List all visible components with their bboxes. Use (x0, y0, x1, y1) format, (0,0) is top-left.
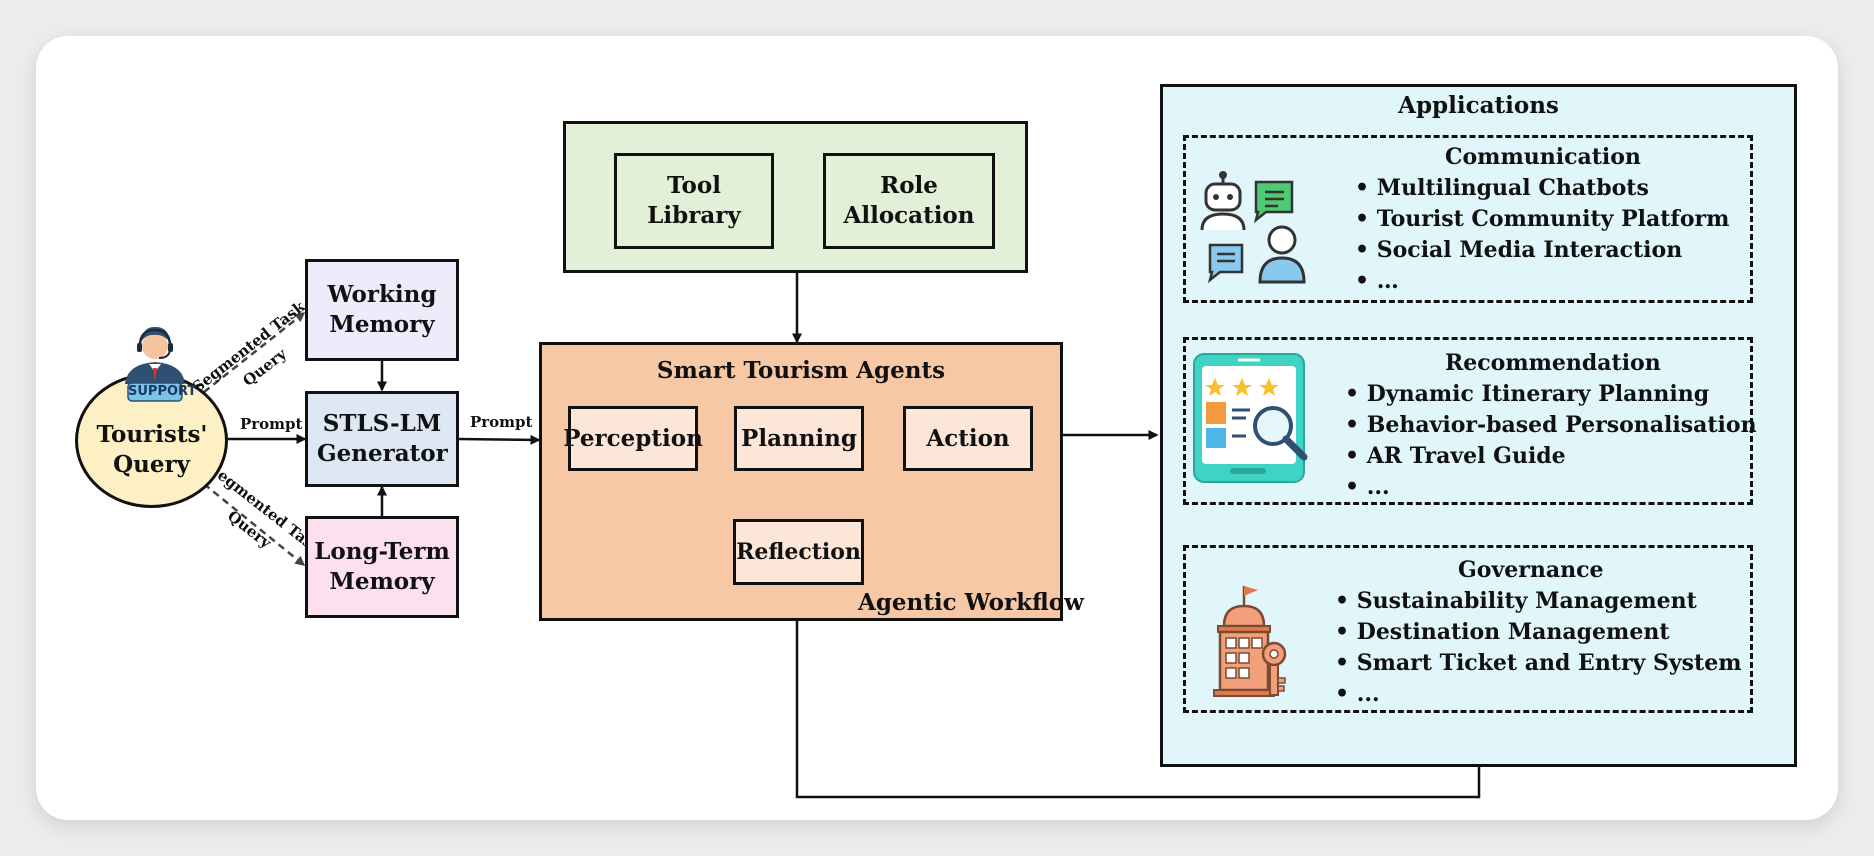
edge-label-prompt-right: Prompt (470, 413, 533, 431)
list-item: … (1355, 266, 1729, 297)
edge-generator-agents (457, 434, 541, 445)
edge-query-working (203, 312, 306, 393)
applications-title: Applications (1398, 92, 1559, 119)
working-memory-label: Working Memory (327, 281, 437, 338)
agents-title: Smart Tourism Agents (656, 357, 946, 384)
edge-query-longterm (203, 483, 306, 566)
stls-lm-generator-label: STLS-LM Generator (317, 410, 448, 467)
tourists-query-label: Tourists' Query (96, 420, 208, 478)
communication-section (1183, 135, 1753, 303)
recommendation-title: Recommendation (1445, 350, 1661, 376)
list-item: Destination Management (1335, 617, 1742, 648)
action-label: Action (926, 424, 1010, 452)
list-item: Behavior-based Personalisation (1345, 410, 1757, 441)
robot-chat-icon (1200, 171, 1306, 284)
planning-label: Planning (741, 424, 857, 452)
reflection-box: Reflection (733, 519, 864, 585)
list-item: ... (1345, 472, 1757, 503)
edge-label-prompt-left: Prompt (240, 415, 303, 433)
list-item: Sustainability Management (1335, 586, 1742, 617)
edge-feedback-reflection (792, 585, 1481, 799)
planning-box: Planning (734, 406, 864, 471)
communication-title: Communication (1445, 144, 1641, 170)
tablet-search-icon (1193, 353, 1308, 483)
tool-library-label: Tool Library (647, 172, 741, 229)
support-badge: SUPPORT (128, 384, 197, 399)
governance-list: Sustainability Management Destination Ma… (1335, 586, 1742, 710)
list-item: Tourist Community Platform (1355, 204, 1730, 235)
long-term-memory-box: Long-Term Memory (305, 516, 459, 618)
working-memory-box: Working Memory (305, 259, 459, 361)
role-allocation-label: Role Allocation (843, 172, 975, 229)
list-item: Dynamic Itinerary Planning (1345, 379, 1757, 410)
recommendation-list: Dynamic Itinerary Planning Behavior-base… (1345, 379, 1757, 503)
governance-section (1183, 545, 1753, 713)
perception-box: Perception (563, 406, 703, 471)
role-allocation-box: Role Allocation (823, 153, 995, 249)
list-item: Social Media Interaction (1355, 235, 1729, 266)
list-item: Smart Ticket and Entry System (1335, 648, 1742, 679)
reflection-label: Reflection (736, 538, 861, 565)
stls-lm-generator-box: STLS-LM Generator (305, 391, 459, 487)
list-item: Multilingual Chatbots (1355, 173, 1729, 204)
agentic-workflow-label: Agentic Workflow (858, 589, 1084, 616)
action-box: Action (903, 406, 1033, 471)
building-key-icon (1213, 586, 1287, 697)
long-term-memory-label: Long-Term Memory (314, 538, 450, 595)
support-agent-icon (125, 326, 185, 402)
communication-list: Multilingual Chatbots Tourist Community … (1355, 173, 1730, 297)
tool-library-box: Tool Library (614, 153, 774, 249)
governance-title: Governance (1458, 557, 1604, 583)
perception-label: Perception (563, 424, 703, 452)
list-item: AR Travel Guide (1345, 441, 1757, 472)
list-item: ... (1335, 679, 1742, 710)
